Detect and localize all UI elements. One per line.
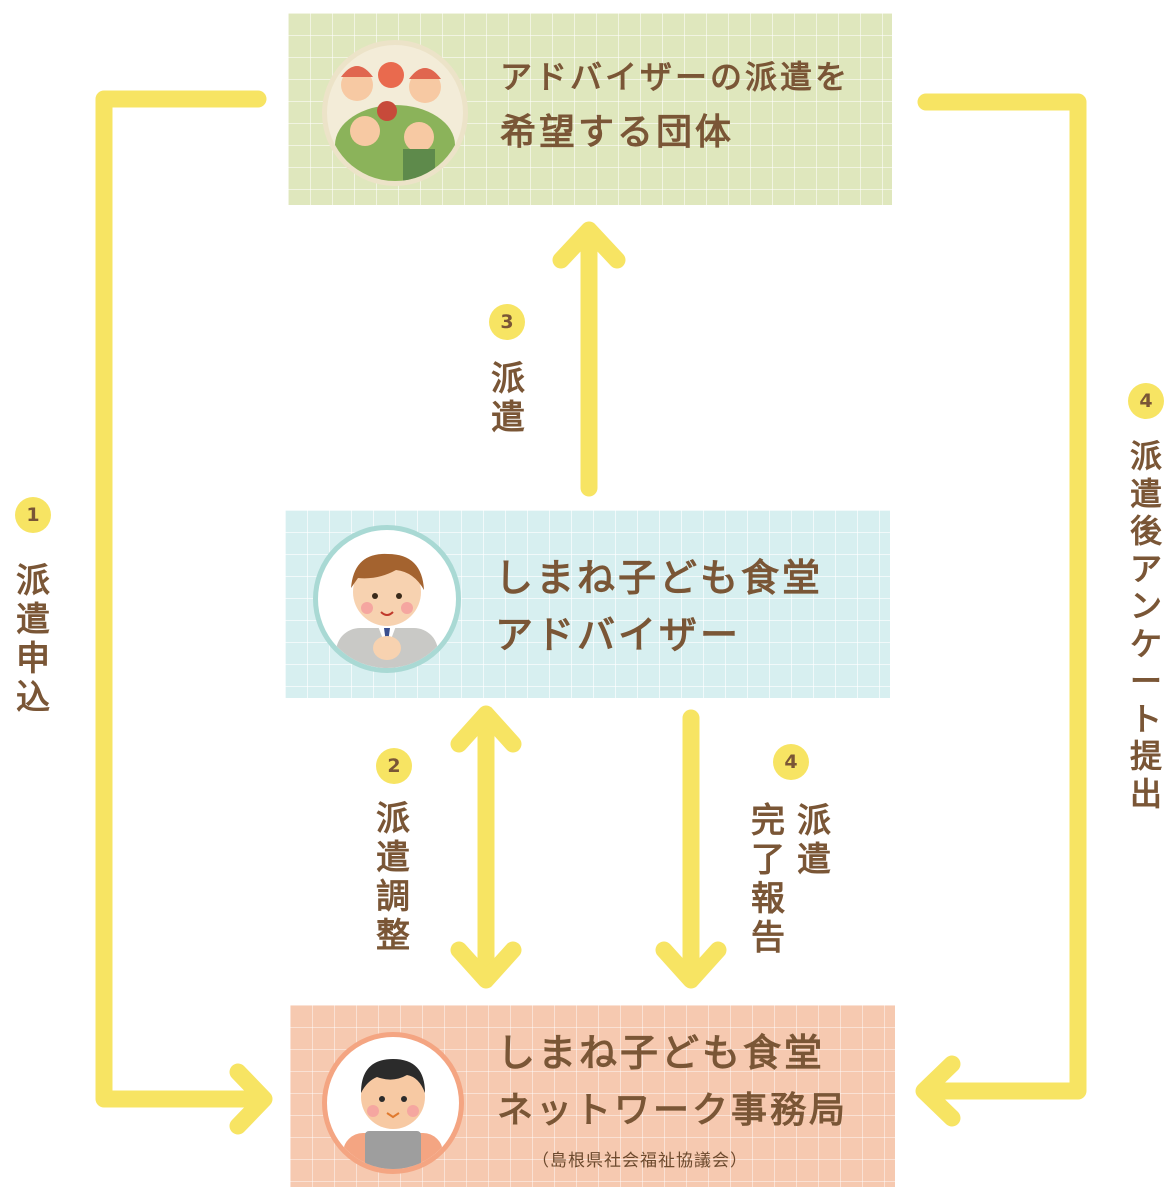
- advisor-title-line2: アドバイザー: [495, 613, 742, 657]
- office-organization: （島根県社会福祉協議会）: [532, 1151, 748, 1171]
- group-illustration: [322, 40, 468, 186]
- group-title-line2: 希望する団体: [500, 112, 735, 153]
- step4-survey-label: 派遣後アンケート提出: [1129, 437, 1162, 813]
- group-title-line1: アドバイザーの派遣を: [500, 58, 851, 96]
- arrow-step1-head: [229, 1063, 273, 1135]
- step4-report-label-col2: 完了報告: [751, 801, 785, 958]
- office-title-line2: ネットワーク事務局: [497, 1090, 849, 1131]
- step1-badge: 1: [15, 497, 51, 533]
- step1-label: 派遣申込: [16, 561, 50, 718]
- arrow-step4-report-head: [655, 941, 727, 989]
- advisor-avatar: [313, 525, 461, 673]
- office-staff-avatar: [322, 1032, 464, 1174]
- step3-label: 派遣: [491, 359, 525, 438]
- step4-survey-badge: 4: [1128, 383, 1164, 419]
- arrow-step2-head-up: [450, 705, 522, 753]
- arrow-step4-survey: [917, 93, 1087, 1100]
- advisor-title-line1: しまね子ども食堂: [495, 556, 824, 600]
- office-title-line1: しまね子ども食堂: [497, 1031, 826, 1075]
- arrow-step1: [95, 90, 271, 1108]
- arrow-step4-survey-head: [915, 1055, 961, 1127]
- step2-badge: 2: [376, 748, 412, 784]
- step3-badge: 3: [489, 304, 525, 340]
- step4-report-badge: 4: [773, 744, 809, 780]
- step2-label: 派遣調整: [376, 799, 410, 956]
- arrow-step3-head: [552, 221, 626, 269]
- arrow-step2-head-down: [450, 941, 522, 989]
- step4-report-label-col1: 派遣: [797, 801, 831, 880]
